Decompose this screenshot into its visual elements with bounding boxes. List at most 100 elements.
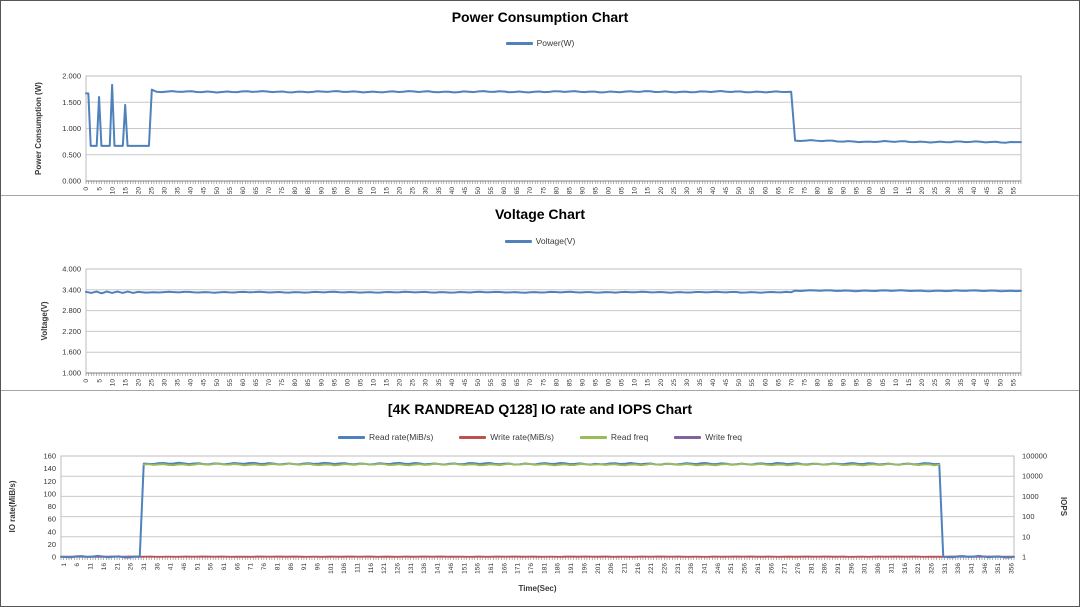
io-chart-title: [4K RANDREAD Q128] IO rate and IOPS Char… [387, 401, 693, 417]
axis-label: 90 [579, 379, 586, 387]
axis-label: 95 [854, 379, 861, 387]
axis-label: 25 [671, 379, 678, 387]
axis-label: 86 [288, 563, 295, 571]
axis-label: 101 [328, 563, 335, 574]
axis-label: 25 [671, 187, 678, 195]
legend-item: Power(W) [505, 38, 574, 48]
axis-label: 90 [579, 187, 586, 195]
axis-label: 30 [162, 379, 169, 387]
axis-label: 10 [109, 187, 116, 195]
axis-label: 76 [261, 563, 268, 571]
axis-label: 326 [928, 563, 935, 574]
axis-label: 96 [314, 563, 321, 571]
axis-label: 66 [234, 563, 241, 571]
axis-label: 65 [514, 379, 521, 387]
axis-label: 301 [862, 563, 869, 574]
axis-label: 20 [397, 187, 404, 195]
axis-label: 55 [488, 187, 495, 195]
axis-label: 70 [266, 187, 273, 195]
axis-label: 5 [96, 187, 103, 191]
axis-label: 11 [88, 563, 95, 570]
axis-label: 71 [248, 563, 255, 571]
axis-label: 171 [515, 563, 522, 574]
axis-label: 35 [175, 187, 182, 195]
axis-label: 55 [749, 379, 756, 387]
axis-label: 10 [370, 379, 377, 387]
axis-label: 26 [128, 563, 135, 571]
axis-label: 80 [553, 379, 560, 387]
axis-label: 80 [48, 502, 56, 511]
series-line-read-rate-mib-s- [60, 461, 1015, 559]
axis-label: 75 [279, 187, 286, 195]
axis-label: 55 [227, 379, 234, 387]
axis-label: 341 [968, 563, 975, 574]
axis-label: 05 [357, 379, 364, 387]
axis-label: 100 [43, 489, 56, 498]
axis-label: 21 [114, 563, 121, 571]
axis-label: 90 [318, 187, 325, 195]
axis-label: 2.000 [62, 72, 81, 81]
axis-label: 00 [344, 187, 351, 195]
axis-label: 60 [48, 515, 56, 524]
axis-label: 00 [344, 379, 351, 387]
axis-label: 75 [801, 187, 808, 195]
axis-label: 95 [331, 187, 338, 195]
axis-label: 45 [201, 187, 208, 195]
axis-label: 291 [835, 563, 842, 574]
axis-label: 296 [848, 563, 855, 574]
axis-label: 50 [214, 187, 221, 195]
axis-label: 15 [906, 187, 913, 195]
legend-item: Read rate(MiB/s) [338, 432, 433, 442]
legend-line-swatch [674, 435, 702, 439]
axis-label: 231 [675, 563, 682, 574]
axis-label: 211 [621, 563, 628, 574]
axis-label: 60 [762, 379, 769, 387]
legend-line-swatch [459, 435, 487, 439]
legend-item: Voltage(V) [504, 236, 575, 246]
axis-label: 90 [841, 187, 848, 195]
axis-label: 25 [148, 187, 155, 195]
axis-label: 1 [1022, 553, 1026, 562]
axis-label: 95 [854, 187, 861, 195]
axis-label: 60 [240, 379, 247, 387]
axis-label: 50 [997, 379, 1004, 387]
axis-label: 50 [475, 379, 482, 387]
axis-label: 4.000 [62, 265, 81, 274]
axis-label: 70 [788, 187, 795, 195]
axis-label: 3.400 [62, 285, 81, 294]
axis-label: 30 [162, 187, 169, 195]
axis-label: 55 [488, 379, 495, 387]
axis-label: 00 [606, 187, 613, 195]
axis-label: 20 [919, 187, 926, 195]
axis-label: 65 [253, 379, 260, 387]
axis-label: 276 [795, 563, 802, 574]
axis-label: 20 [397, 379, 404, 387]
axis-label: 70 [266, 379, 273, 387]
power-chart-title: Power Consumption Chart [451, 9, 629, 25]
axis-label: 80 [292, 187, 299, 195]
axis-label: 10000 [1022, 472, 1043, 481]
axis-label: 321 [915, 563, 922, 574]
axis-label: 166 [501, 563, 508, 574]
io-chart-legend: Read rate(MiB/s)Write rate(MiB/s)Read fr… [1, 432, 1079, 442]
axis-label: 201 [595, 563, 602, 574]
axis-label: 5 [96, 379, 103, 383]
axis-label: 221 [648, 563, 655, 574]
axis-label: 60 [501, 379, 508, 387]
axis-label: 25 [932, 187, 939, 195]
axis-label: 35 [175, 379, 182, 387]
axis-label: 176 [528, 563, 535, 574]
axis-label: 50 [736, 379, 743, 387]
axis-label: 281 [808, 563, 815, 574]
axis-label: 25 [410, 187, 417, 195]
axis-label: 30 [684, 187, 691, 195]
axis-label: 40 [971, 187, 978, 195]
axis-label: 40 [449, 187, 456, 195]
axis-label: 65 [253, 187, 260, 195]
panel-io-rate-iops: [4K RANDREAD Q128] IO rate and IOPS Char… [1, 391, 1079, 606]
axis-label: 316 [902, 563, 909, 574]
axis-label: 151 [461, 563, 468, 574]
axis-label: 306 [875, 563, 882, 574]
